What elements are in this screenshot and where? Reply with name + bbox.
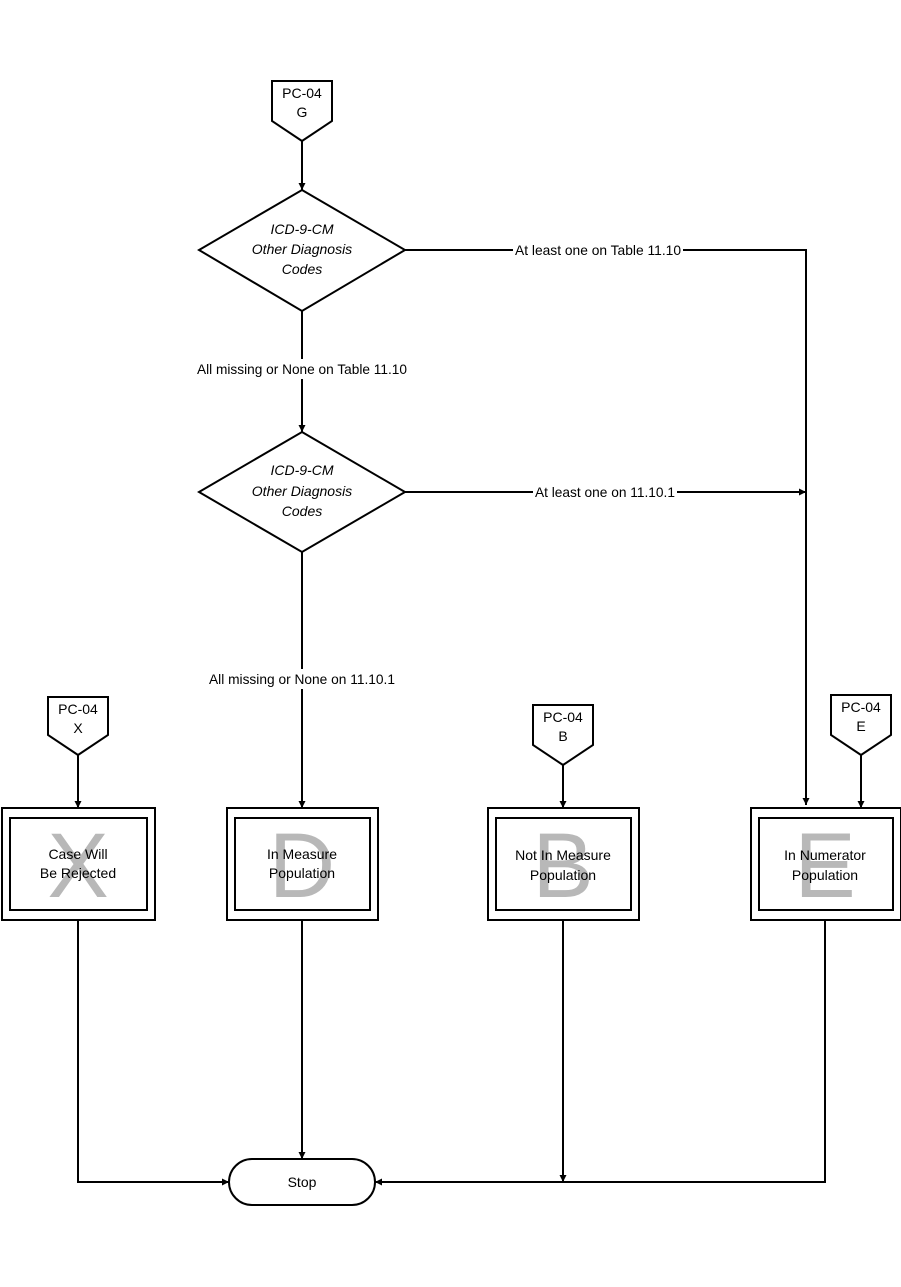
- connector-e: PC-04 E: [830, 694, 892, 757]
- outcome-e: E In Numerator Population: [750, 807, 901, 921]
- outcome-e-line2: Population: [792, 867, 858, 883]
- edge-label-d2-yes: At least one on 11.10.1: [535, 484, 675, 500]
- connector-e-line1: PC-04: [841, 699, 881, 715]
- connector-e-line2: E: [856, 718, 865, 734]
- outcome-d-line2: Population: [269, 865, 335, 881]
- outcome-d-line1: In Measure: [267, 846, 337, 862]
- outcome-x-line2: Be Rejected: [40, 865, 116, 881]
- connector-x-line2: X: [73, 720, 83, 736]
- decision1-line2: Other Diagnosis: [252, 241, 352, 257]
- outcome-e-line1: In Numerator: [784, 847, 866, 863]
- outcome-b-line1: Not In Measure: [515, 847, 611, 863]
- edge-labels: At least one on Table 11.10 All missing …: [195, 240, 683, 689]
- outcome-x: X Case Will Be Rejected: [1, 807, 156, 921]
- outcome-d: D In Measure Population: [226, 807, 379, 921]
- connector-top-line1: PC-04: [282, 85, 322, 101]
- decision-1: ICD-9-CM Other Diagnosis Codes: [197, 188, 407, 313]
- connector-top: PC-04 G: [271, 80, 333, 143]
- terminal-stop-label: Stop: [288, 1174, 317, 1190]
- outcome-b-letter: B: [532, 815, 593, 917]
- connector-x: PC-04 X: [47, 696, 109, 757]
- decision2-line1: ICD-9-CM: [271, 462, 334, 478]
- outcome-x-letter: X: [47, 815, 108, 917]
- connector-b-line2: B: [558, 728, 567, 744]
- decision2-line2: Other Diagnosis: [252, 483, 352, 499]
- outcome-d-letter: D: [269, 815, 335, 917]
- outcome-x-line1: Case Will: [48, 846, 107, 862]
- outcome-e-letter: E: [794, 815, 855, 917]
- connector-b-line1: PC-04: [543, 709, 583, 725]
- decision2-line3: Codes: [282, 503, 322, 519]
- connector-x-line1: PC-04: [58, 701, 98, 717]
- connector-top-line2: G: [297, 104, 308, 120]
- edge-label-d2-no: All missing or None on 11.10.1: [209, 671, 395, 687]
- decision1-line1: ICD-9-CM: [271, 221, 334, 237]
- decision-2: ICD-9-CM Other Diagnosis Codes: [197, 430, 407, 554]
- edge-label-d1-no: All missing or None on Table 11.10: [197, 361, 407, 377]
- outcome-b: B Not In Measure Population: [487, 807, 640, 921]
- outcome-b-line2: Population: [530, 867, 596, 883]
- edge-x-to-stop: [77, 920, 229, 1186]
- terminal-stop: Stop: [228, 1158, 376, 1206]
- edge-decision1-yes: [405, 249, 810, 805]
- decision1-line3: Codes: [282, 261, 322, 277]
- connector-b: PC-04 B: [532, 704, 594, 767]
- edge-label-d1-yes: At least one on Table 11.10: [515, 242, 681, 258]
- edge-e-to-stop: [375, 920, 826, 1186]
- edge-lines: [74, 141, 865, 1186]
